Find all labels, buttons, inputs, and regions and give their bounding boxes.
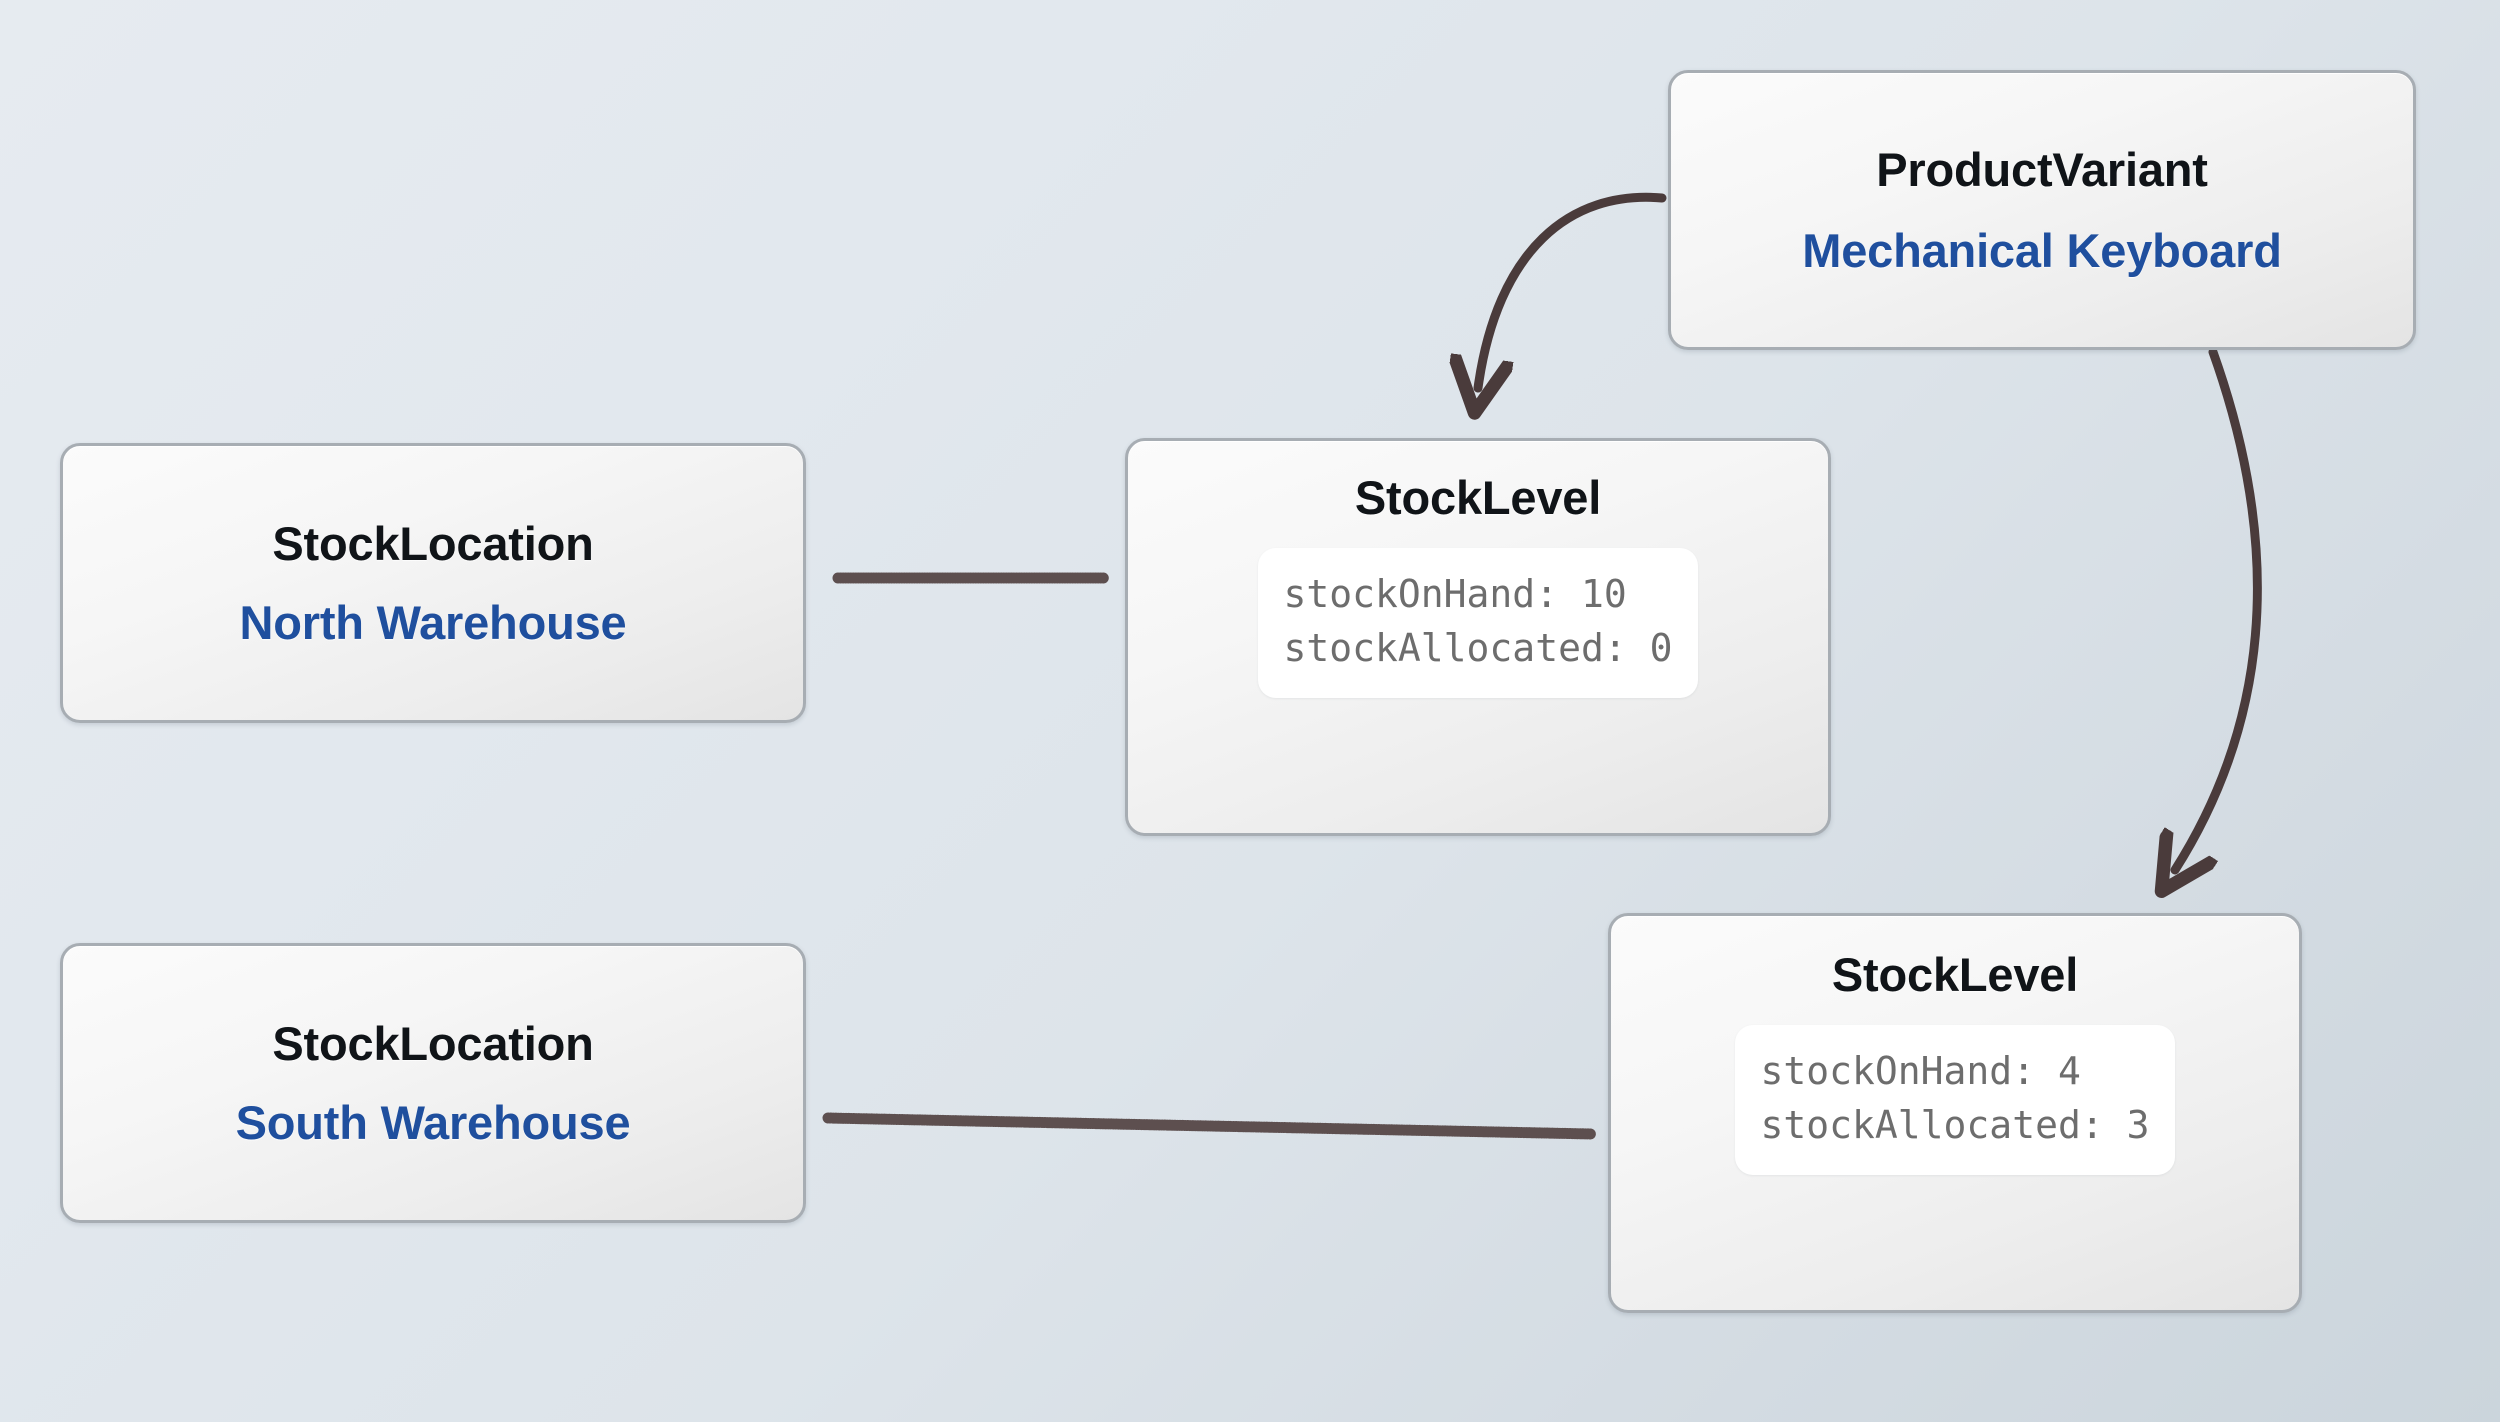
node-type-label: StockLocation <box>272 516 594 570</box>
field-panel: stockOnHand: 10 stockAllocated: 0 <box>1257 548 1699 699</box>
node-type-label: ProductVariant <box>1876 142 2208 196</box>
node-type-label: StockLocation <box>272 1016 594 1070</box>
arrow-variant-to-stock-level-south <box>2175 347 2262 870</box>
node-stock-level-south[interactable]: StockLevel stockOnHand: 4 stockAllocated… <box>1608 913 2302 1313</box>
field-stock-allocated: stockAllocated: 0 <box>1283 626 1673 671</box>
dotted-link-south <box>822 1112 1598 1140</box>
node-stock-level-north[interactable]: StockLevel stockOnHand: 10 stockAllocate… <box>1125 438 1831 836</box>
field-stock-allocated: stockAllocated: 3 <box>1760 1103 2150 1148</box>
node-type-label: StockLevel <box>1831 948 2079 1001</box>
node-product-variant[interactable]: ProductVariant Mechanical Keyboard <box>1668 70 2416 350</box>
node-stock-location-north[interactable]: StockLocation North Warehouse <box>60 443 806 723</box>
arrow-variant-to-stock-level-north <box>1478 192 1667 388</box>
node-name-label: Mechanical Keyboard <box>1802 224 2282 277</box>
node-type-label: StockLevel <box>1354 471 1602 524</box>
field-stock-on-hand: stockOnHand: 10 <box>1283 572 1627 617</box>
node-name-label: North Warehouse <box>239 596 627 649</box>
node-name-label: South Warehouse <box>235 1096 631 1149</box>
field-panel: stockOnHand: 4 stockAllocated: 3 <box>1734 1025 2176 1176</box>
field-stock-on-hand: stockOnHand: 4 <box>1760 1049 2081 1094</box>
node-stock-location-south[interactable]: StockLocation South Warehouse <box>60 943 806 1223</box>
